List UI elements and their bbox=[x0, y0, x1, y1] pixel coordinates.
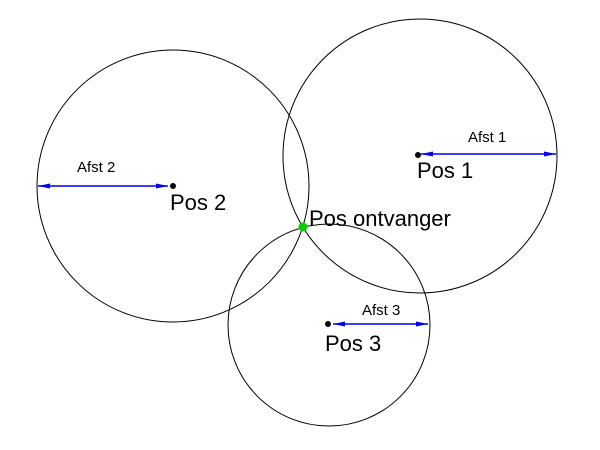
label-pos-1: Pos 1 bbox=[417, 158, 474, 183]
arrow-afst-2-head-right-icon bbox=[156, 183, 168, 189]
arrow-afst-1-head-right-icon bbox=[544, 151, 556, 157]
label-pos-3: Pos 3 bbox=[325, 331, 382, 356]
label-pos-2: Pos 2 bbox=[170, 190, 227, 215]
point-pos-3 bbox=[325, 321, 331, 327]
label-afst-1: Afst 1 bbox=[468, 129, 507, 146]
circle-pos-2 bbox=[36, 49, 310, 323]
arrow-afst-2 bbox=[38, 183, 168, 189]
arrow-afst-3-head-right-icon bbox=[416, 321, 428, 327]
arrow-afst-3-head-left-icon bbox=[333, 321, 345, 327]
label-afst-2: Afst 2 bbox=[77, 159, 116, 176]
circle-pos-3 bbox=[227, 223, 431, 427]
point-pos-1 bbox=[415, 152, 421, 158]
arrow-afst-2-head-left-icon bbox=[38, 183, 50, 189]
arrow-afst-1-head-left-icon bbox=[421, 151, 433, 157]
arrow-afst-1 bbox=[421, 151, 556, 157]
arrow-afst-3 bbox=[333, 321, 428, 327]
circle-pos-1 bbox=[282, 18, 558, 294]
label-afst-3: Afst 3 bbox=[362, 302, 401, 319]
label-receiver: Pos ontvanger bbox=[309, 206, 451, 231]
point-receiver bbox=[298, 222, 308, 232]
point-pos-2 bbox=[170, 183, 176, 189]
